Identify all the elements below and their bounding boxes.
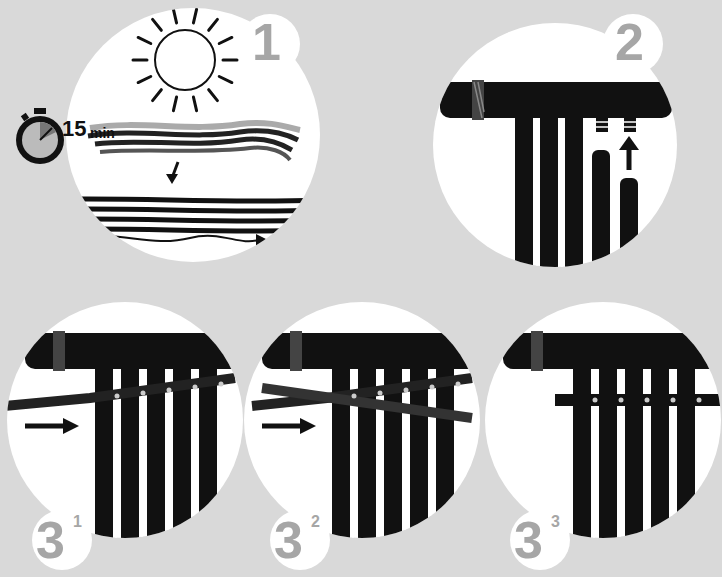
step1-art xyxy=(30,9,322,246)
strip-rivet xyxy=(167,388,172,393)
step-number: 3 xyxy=(36,514,65,566)
strip-rivet xyxy=(697,398,702,403)
step-superscript: 1 xyxy=(73,514,82,530)
header-nut xyxy=(53,331,65,371)
push-arrow xyxy=(262,424,302,429)
sun-ray xyxy=(223,59,237,62)
sun-ray xyxy=(219,76,232,82)
strip-rivet xyxy=(671,398,676,403)
strip-rivet xyxy=(115,394,120,399)
step-number: 1 xyxy=(252,16,281,68)
tube-gap xyxy=(193,369,195,550)
strip-rivet xyxy=(219,382,224,387)
step-number: 3 xyxy=(514,514,543,566)
step-superscript: 2 xyxy=(311,514,320,530)
strip-rivet xyxy=(141,391,146,396)
tube-gap xyxy=(219,369,221,550)
tube-gap xyxy=(404,369,406,550)
tube-gap xyxy=(430,369,432,550)
push-arrow-head xyxy=(63,418,79,434)
tube-gap xyxy=(167,369,169,550)
radiator-tube xyxy=(384,369,402,549)
tube-gap xyxy=(378,369,380,550)
strip-rivet xyxy=(593,398,598,403)
hose-strip xyxy=(5,378,235,406)
sun-ray xyxy=(133,59,147,62)
radiator-tube xyxy=(436,369,454,549)
tube-gap xyxy=(456,369,458,550)
time-unit: min xyxy=(90,126,115,140)
sun-ray xyxy=(153,19,162,30)
hose-strip xyxy=(262,388,472,418)
sun-ray xyxy=(219,37,232,43)
sun-ray xyxy=(209,90,218,101)
strip-rivet xyxy=(352,394,357,399)
step-number: 3 xyxy=(274,514,303,566)
strip-rivet xyxy=(645,398,650,403)
push-arrow-head xyxy=(300,418,316,434)
sun-ray xyxy=(138,76,151,82)
step2-art xyxy=(440,80,672,288)
sun-ray xyxy=(209,19,218,30)
strip-rivet xyxy=(404,388,409,393)
strip-rivet xyxy=(430,385,435,390)
strip-rivet xyxy=(193,385,198,390)
push-arrow xyxy=(25,424,65,429)
hose-strip xyxy=(555,394,722,406)
tube-gap xyxy=(141,369,143,550)
sun-ray xyxy=(173,9,176,23)
time-value: 15 xyxy=(62,118,86,140)
strip-rivet xyxy=(619,398,624,403)
header-nut xyxy=(290,331,302,371)
sun-ray xyxy=(138,37,151,43)
radiator-tube xyxy=(147,369,165,549)
sun-ray xyxy=(193,9,196,23)
radiator-tube xyxy=(410,369,428,549)
header-nut xyxy=(531,331,543,371)
radiator-tube xyxy=(173,369,191,549)
stopwatch xyxy=(16,108,64,164)
step-number: 2 xyxy=(615,16,644,68)
sun-ray xyxy=(153,90,162,101)
strip-rivet xyxy=(456,382,461,387)
sun-ray xyxy=(193,97,196,111)
step3-art xyxy=(5,331,722,550)
radiator-tube xyxy=(199,369,217,549)
step-superscript: 3 xyxy=(551,514,560,530)
strip-rivet xyxy=(378,391,383,396)
sun-ray xyxy=(173,97,176,111)
